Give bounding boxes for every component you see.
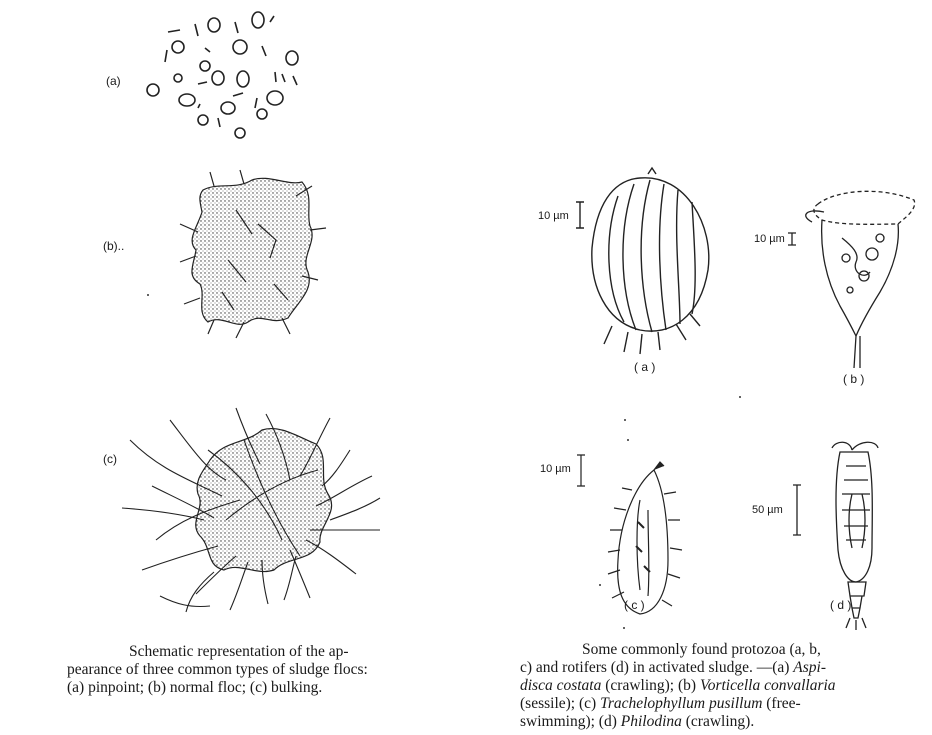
label-protozoa-b: ( b ) xyxy=(843,372,864,386)
scale-a: 10 µm xyxy=(538,210,569,222)
label-pinpoint: (a) xyxy=(106,74,121,88)
normal-floc xyxy=(180,170,326,338)
right-caption: Some commonly found protozoa (a, b, c) a… xyxy=(520,641,930,731)
left-caption: Schematic representation of the ap- pear… xyxy=(67,643,467,697)
aspidisca-drawing xyxy=(576,168,709,354)
pinpoint-flocs xyxy=(147,12,298,138)
trachelophyllum-drawing xyxy=(577,455,682,614)
scale-d: 50 µm xyxy=(752,504,783,516)
label-normal-floc: (b).. xyxy=(103,239,124,253)
scale-c: 10 µm xyxy=(540,463,571,475)
label-bulking: (c) xyxy=(103,452,117,466)
scale-b: 10 µm xyxy=(754,233,785,245)
label-protozoa-c: ( c ) xyxy=(624,598,645,612)
vorticella-drawing xyxy=(788,191,915,368)
bulking-floc xyxy=(122,408,380,612)
label-rotifer-d: ( d ) xyxy=(830,598,851,612)
label-protozoa-a: ( a ) xyxy=(634,360,655,374)
